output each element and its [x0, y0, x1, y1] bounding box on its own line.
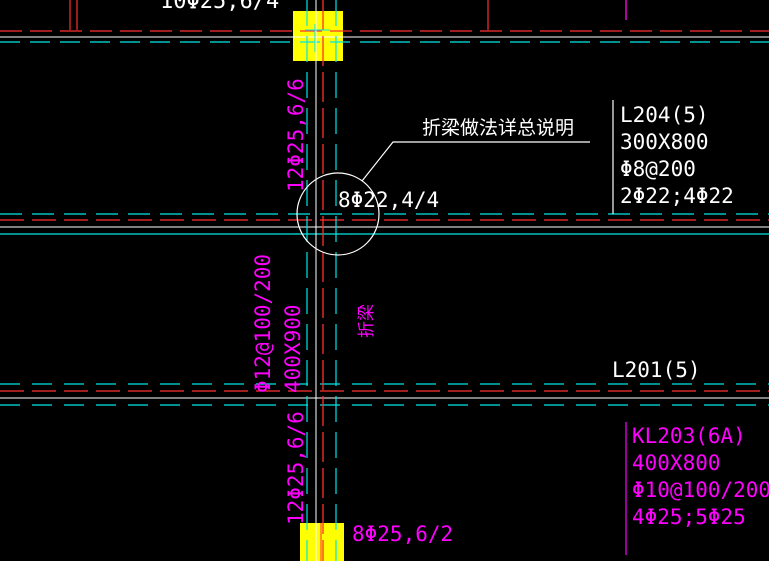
L201-name: L201(5) — [612, 358, 701, 382]
L204-section: 300X800 — [620, 130, 709, 154]
KL203-section: 400X800 — [632, 451, 721, 475]
L204-rebar: 2Φ22;4Φ22 — [620, 184, 734, 208]
callout-circle[interactable] — [296, 172, 380, 256]
KL203-name: KL203(6A) — [632, 424, 746, 448]
beam-L201-lines — [0, 383, 769, 406]
vertical-beam-stirrup: Φ12@100/200 — [251, 254, 275, 393]
bottom-rebar-label: 8Φ25,6/2 — [352, 522, 453, 546]
vertical-beam-tag: 折梁 — [357, 304, 377, 338]
top-partial-label: 10Φ25,6/4 — [160, 0, 279, 14]
vertical-beam-lines — [306, 0, 337, 561]
callout-leader — [361, 141, 590, 182]
vertical-beam-section: 400X900 — [281, 304, 305, 393]
beam-L204-lines — [0, 213, 769, 235]
top-red-ticks — [69, 0, 627, 30]
KL203-stirrup: Φ10@100/200 — [632, 478, 769, 502]
callout-note: 折梁做法详总说明 — [422, 117, 574, 139]
vertical-beam-upper-rebar: 12Φ25,6/6 — [284, 78, 308, 192]
vertical-beam-lower-rebar: 12Φ25,6/6 — [284, 411, 308, 525]
column-top[interactable] — [293, 11, 343, 61]
top-beam-lines — [0, 30, 769, 43]
L204-name: L204(5) — [620, 103, 709, 127]
callout-rebar: 8Φ22,4/4 — [338, 188, 439, 212]
column-top-marks — [305, 24, 330, 52]
L204-stirrup: Φ8@200 — [620, 157, 696, 181]
KL203-rebar: 4Φ25;5Φ25 — [632, 505, 746, 529]
